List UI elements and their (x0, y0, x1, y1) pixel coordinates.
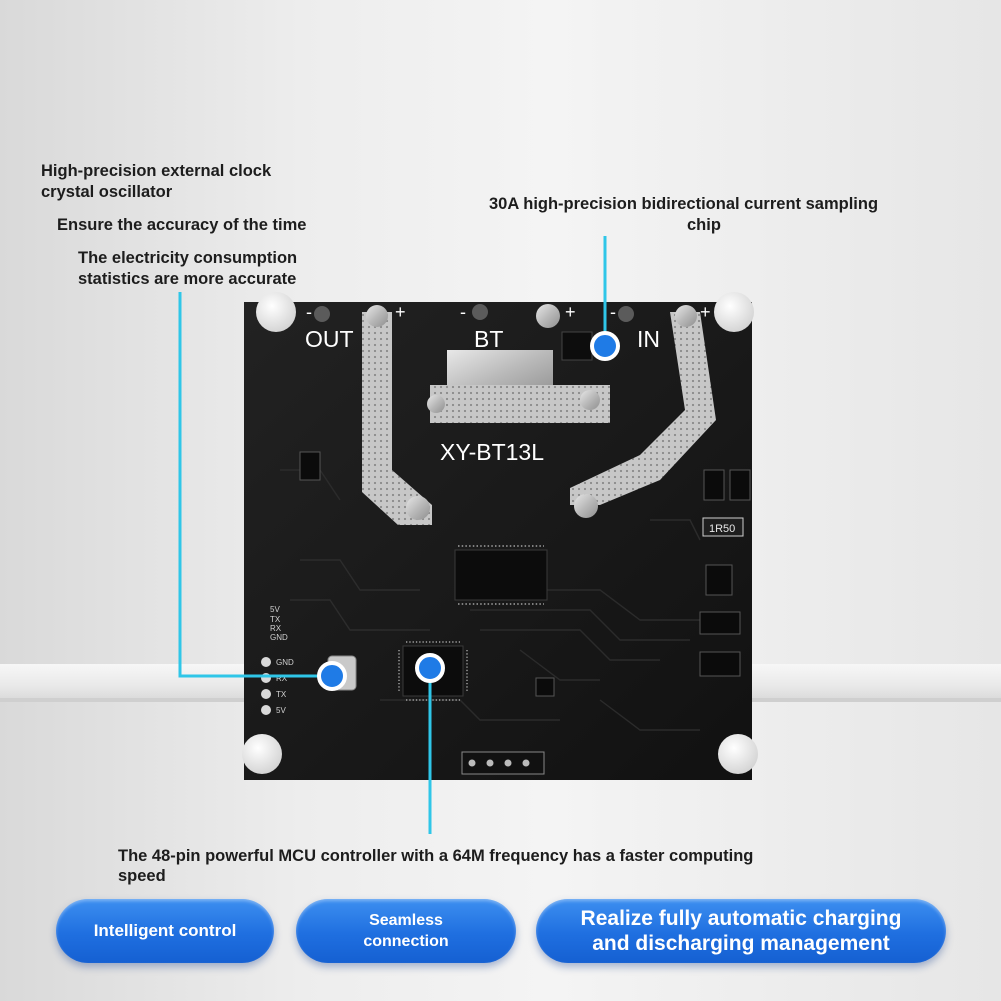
feature-pill-label: Intelligent control (93, 921, 237, 940)
clock-callout-line2: crystal oscillator (41, 183, 173, 201)
bt-bus-bar (430, 385, 610, 423)
feature-pill-label-line1: Seamless (369, 912, 443, 929)
feature-pill-seamless-connection: Seamless connection (296, 899, 516, 963)
bt-terminal-label: BT (474, 326, 503, 352)
mcu-callout-line2: speed (118, 867, 166, 885)
current-sampling-chip (561, 331, 593, 361)
pin-label-bottom-4: 5V (276, 706, 286, 715)
current-chip-callout-dot (590, 331, 620, 361)
shunt-resistor-code: 1R50 (709, 523, 735, 535)
main-ic (454, 549, 548, 601)
pcb-traces (280, 469, 701, 731)
clock-callout-line4: The electricity consumption (78, 249, 298, 267)
out-minus-mark: - (306, 302, 312, 322)
board-model-label: XY-BT13L (440, 439, 544, 465)
out-bus-bar (362, 312, 432, 525)
pin-label-bottom-1: GND (276, 658, 294, 667)
feature-pill-automatic-charging: Realize fully automatic charging and dis… (536, 899, 946, 963)
feature-pill-label-line2: connection (363, 933, 449, 950)
header-pins (468, 759, 530, 767)
bt-minus-mark: - (460, 302, 466, 322)
pin-label-top-4: GND (270, 633, 288, 642)
pin-label-top-2: TX (270, 615, 281, 624)
in-terminal-label: IN (637, 326, 660, 352)
callout-dots (317, 331, 620, 691)
clock-callout-line1: High-precision external clock (41, 162, 272, 180)
nylon-standoffs (242, 292, 758, 774)
in-plus-mark: + (700, 302, 711, 322)
clock-callout-dot (317, 661, 347, 691)
out-terminal-label: OUT (305, 326, 354, 352)
out-plus-mark: + (395, 302, 406, 322)
in-minus-mark: - (610, 302, 616, 322)
feature-pill-label-line2: and discharging management (592, 932, 890, 955)
current-chip-callout-line2: chip (687, 216, 721, 234)
pin-label-top-3: RX (270, 624, 282, 633)
shunt-resistor (702, 517, 744, 537)
clock-callout-line3: Ensure the accuracy of the time (57, 216, 307, 234)
pin-label-bottom-2: RX (276, 674, 288, 683)
mcu-callout-dot (415, 653, 445, 683)
in-bus-bar (570, 312, 716, 505)
bt-plus-mark: + (565, 302, 576, 322)
pin-label-bottom-3: TX (276, 690, 287, 699)
feature-pill-intelligent-control: Intelligent control (56, 899, 274, 963)
small-components (299, 451, 751, 775)
mcu-chip-pins (398, 641, 468, 701)
pin-label-top-1: 5V (270, 605, 280, 614)
callout-leader-lines (178, 236, 607, 834)
feature-pill-label-line1: Realize fully automatic charging (580, 907, 902, 930)
clock-callout-line5: statistics are more accurate (78, 270, 297, 288)
current-chip-callout-line1: 30A high-precision bidirectional current… (489, 195, 879, 213)
clock-leader-line (178, 292, 332, 678)
terminal-screws (314, 304, 697, 520)
mcu-callout-line1: The 48-pin powerful MCU controller with … (118, 847, 754, 865)
main-ic-pins (458, 545, 544, 605)
